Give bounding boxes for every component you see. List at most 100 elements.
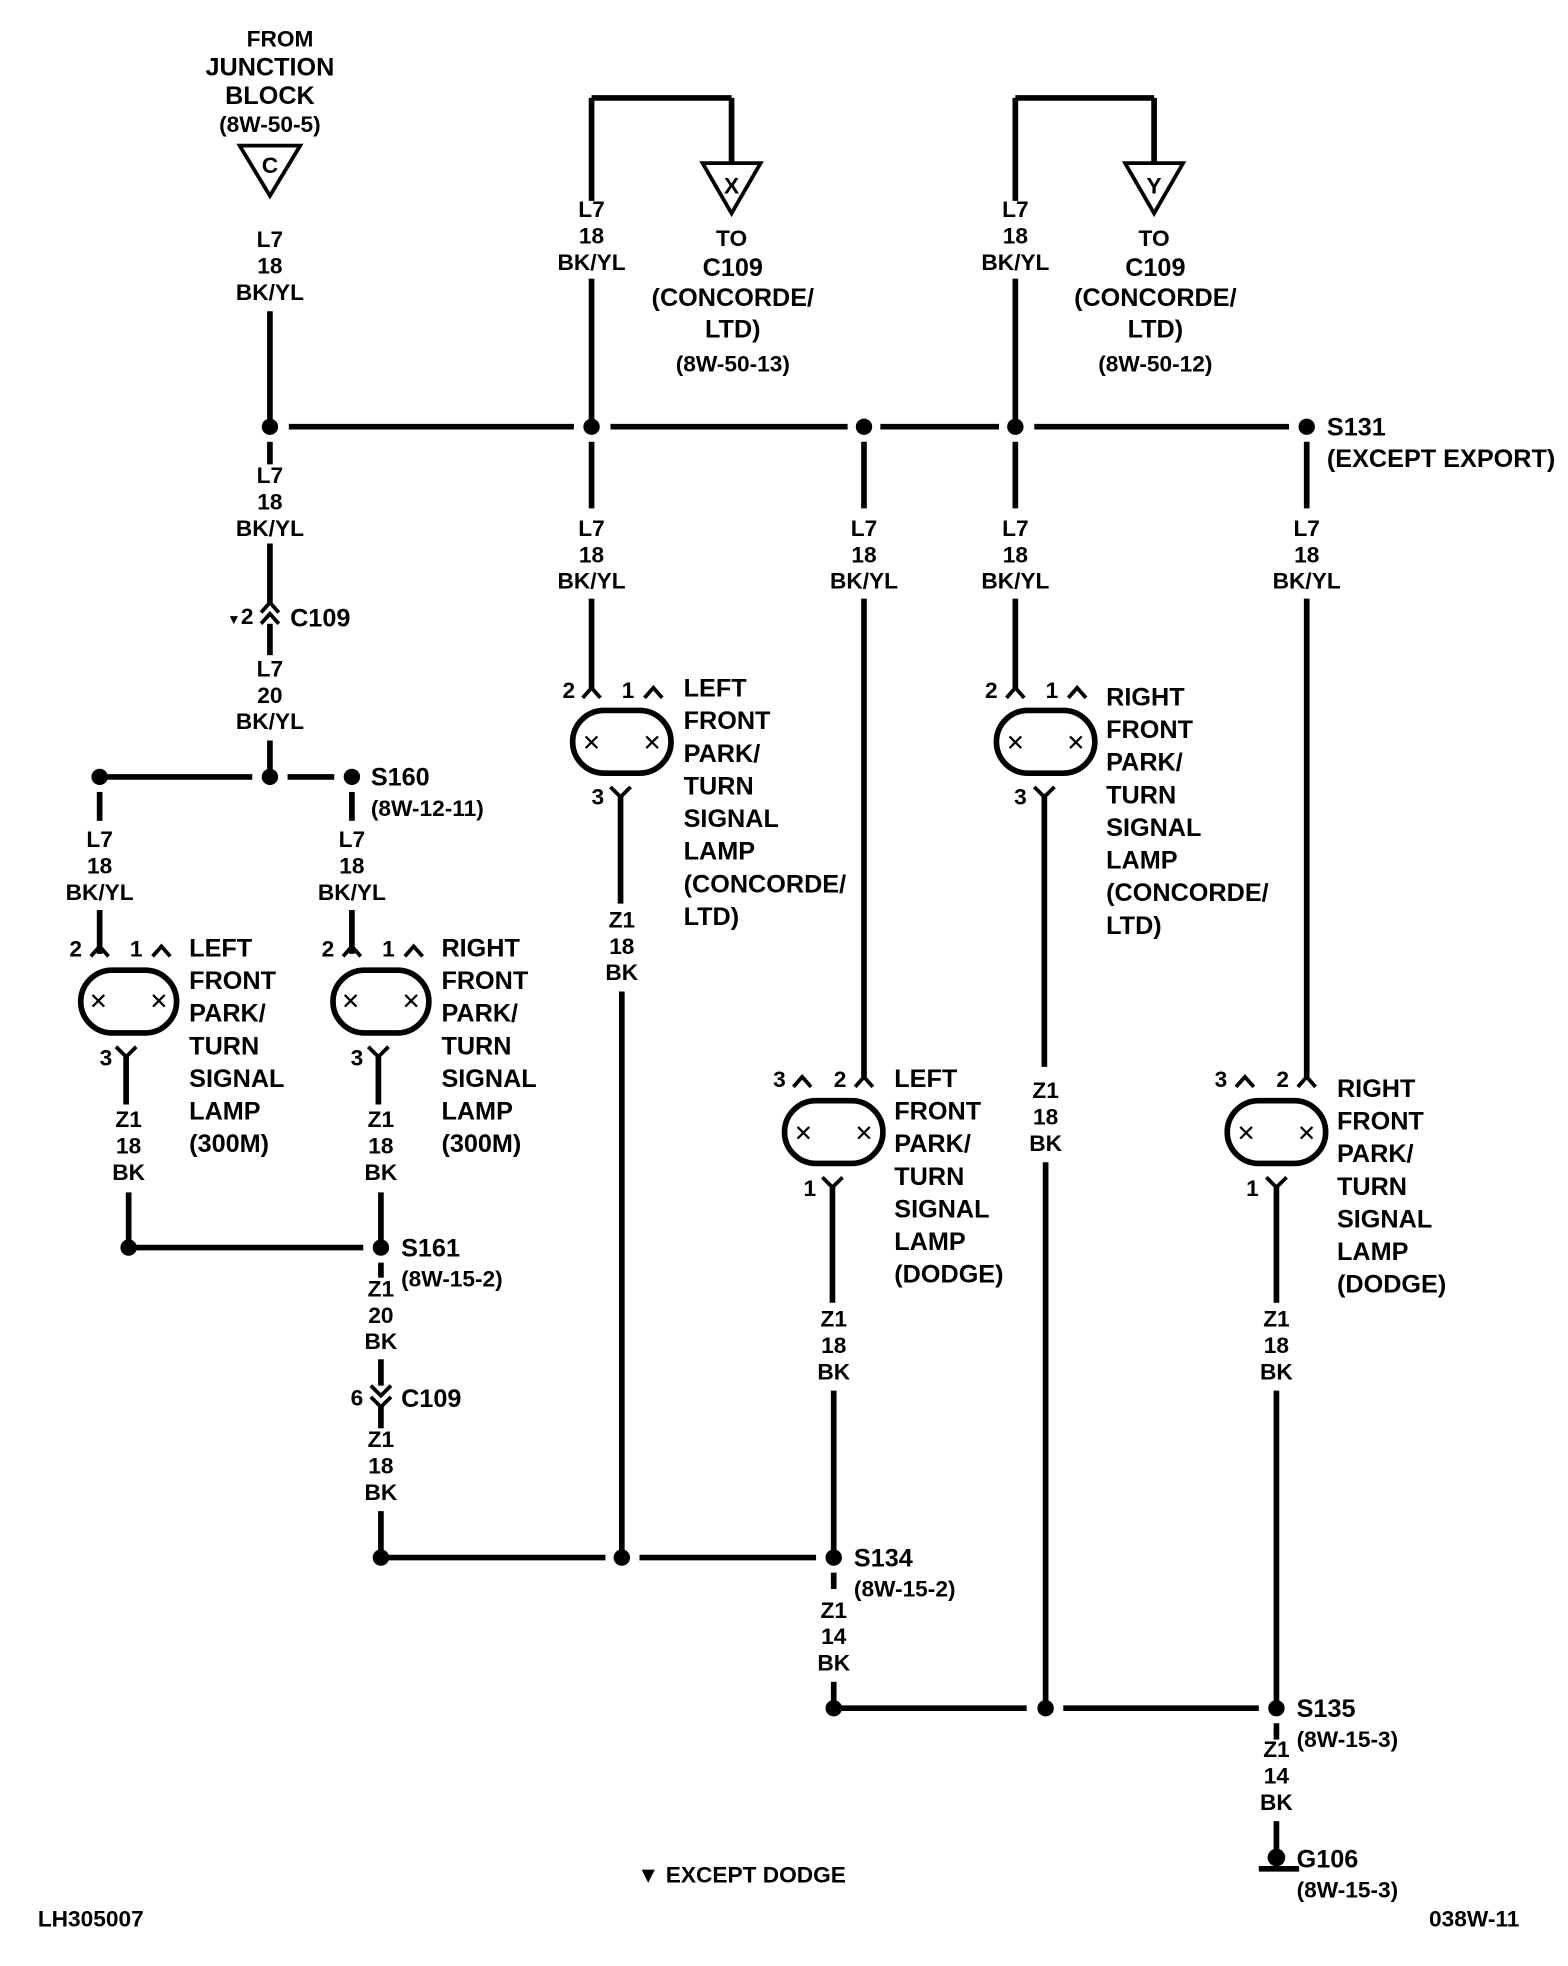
svg-text:1: 1 xyxy=(1046,678,1059,703)
svg-text:FRONT: FRONT xyxy=(894,1098,981,1126)
svg-text:PARK/: PARK/ xyxy=(1337,1140,1414,1168)
svg-text:BK: BK xyxy=(605,960,638,985)
svg-text:18: 18 xyxy=(1003,542,1028,567)
svg-text:2: 2 xyxy=(834,1067,847,1092)
svg-text:BK: BK xyxy=(112,1160,145,1185)
svg-text:Z1: Z1 xyxy=(820,1598,846,1623)
splice-s131-note: (EXCEPT EXPORT) xyxy=(1327,445,1555,473)
svg-text:18: 18 xyxy=(609,934,634,959)
svg-text:18: 18 xyxy=(821,1333,846,1358)
svg-text:SIGNAL: SIGNAL xyxy=(1337,1206,1432,1234)
svg-text:BK/YL: BK/YL xyxy=(236,516,304,541)
svg-text:3: 3 xyxy=(351,1046,364,1071)
svg-text:Z1: Z1 xyxy=(368,1427,394,1452)
svg-text:S134: S134 xyxy=(854,1544,913,1572)
svg-text:(8W-15-2): (8W-15-2) xyxy=(401,1267,503,1292)
svg-text:TURN: TURN xyxy=(1337,1173,1407,1201)
svg-text:18: 18 xyxy=(579,224,604,249)
svg-text:SIGNAL: SIGNAL xyxy=(189,1065,284,1093)
svg-text:(DODGE): (DODGE) xyxy=(1337,1271,1446,1299)
lamp-right-300m: 2 1 ✕ ✕ 3 RIGHT FRONT PARK/ TURN SIGNAL … xyxy=(322,934,537,1158)
svg-text:C109: C109 xyxy=(401,1385,461,1413)
svg-text:18: 18 xyxy=(851,542,876,567)
lamp-body xyxy=(569,707,674,776)
wire-label-l7-20: L7 20 BK/YL xyxy=(236,657,304,735)
svg-text:1: 1 xyxy=(622,678,635,703)
splice-dot-s160 xyxy=(343,768,361,786)
svg-text:18: 18 xyxy=(1294,542,1319,567)
lamp-bulb-icon: ✕ xyxy=(794,1121,813,1146)
svg-text:Z1: Z1 xyxy=(1263,1737,1289,1762)
connector-letter-c: C xyxy=(262,153,278,178)
svg-text:Z1: Z1 xyxy=(1032,1078,1058,1103)
svg-text:Z1: Z1 xyxy=(115,1107,141,1132)
lamp-bulb-icon: ✕ xyxy=(643,731,662,756)
lamp-bulb-icon: ✕ xyxy=(1237,1121,1256,1146)
wire-label-z1-14-s134: Z1 14 BK xyxy=(817,1598,850,1676)
svg-text:Z1: Z1 xyxy=(1263,1307,1289,1332)
svg-text:BK: BK xyxy=(817,1359,850,1384)
svg-text:RIGHT: RIGHT xyxy=(1106,683,1185,711)
svg-text:(300M): (300M) xyxy=(441,1130,521,1158)
svg-text:Z1: Z1 xyxy=(820,1307,846,1332)
svg-text:S160: S160 xyxy=(371,764,430,792)
off-page-connector-y: Y TO C109 (CONCORDE/ LTD) (8W-50-12) xyxy=(1012,95,1237,376)
source-from: FROM xyxy=(247,26,314,51)
svg-text:PARK/: PARK/ xyxy=(441,1000,518,1028)
svg-text:(8W-15-3): (8W-15-3) xyxy=(1297,1727,1399,1752)
svg-text:LTD): LTD) xyxy=(1128,316,1184,344)
svg-text:2: 2 xyxy=(563,678,576,703)
lamp-bulb-icon: ✕ xyxy=(149,989,168,1014)
svg-text:L7: L7 xyxy=(257,227,283,252)
lamp-bulb-icon: ✕ xyxy=(582,731,601,756)
wire-label-rdodge-in: L7 18 BK/YL xyxy=(1273,516,1341,594)
junction-block-source: FROM JUNCTION BLOCK (8W-50-5) C xyxy=(205,26,334,200)
svg-text:LAMP: LAMP xyxy=(684,838,755,866)
svg-text:(300M): (300M) xyxy=(189,1130,269,1158)
svg-text:L7: L7 xyxy=(86,827,112,852)
svg-text:LAMP: LAMP xyxy=(1106,847,1177,875)
wire-label-y: L7 18 BK/YL xyxy=(981,197,1049,275)
svg-text:BK/YL: BK/YL xyxy=(318,880,386,905)
svg-text:C109: C109 xyxy=(703,254,763,282)
svg-text:18: 18 xyxy=(1003,224,1028,249)
svg-text:3: 3 xyxy=(773,1067,786,1092)
source-ref: (8W-50-5) xyxy=(219,112,321,137)
lamp-right-dodge: 3 2 ✕ ✕ 1 RIGHT FRONT PARK/ TURN SIGNAL … xyxy=(1215,1067,1447,1299)
svg-text:RIGHT: RIGHT xyxy=(441,934,520,962)
splice-dot-s131 xyxy=(1298,418,1315,435)
svg-text:BK/YL: BK/YL xyxy=(66,880,134,905)
wire-label-l300-in: L7 18 BK/YL xyxy=(66,827,134,905)
svg-text:PARK/: PARK/ xyxy=(189,1000,266,1028)
wire-label-z1-14-s135: Z1 14 BK xyxy=(1260,1737,1293,1815)
svg-text:L7: L7 xyxy=(578,516,604,541)
svg-text:3: 3 xyxy=(592,785,605,810)
svg-text:BK/YL: BK/YL xyxy=(236,709,304,734)
svg-text:S135: S135 xyxy=(1297,1695,1356,1723)
svg-text:3: 3 xyxy=(100,1046,113,1071)
svg-text:SIGNAL: SIGNAL xyxy=(1106,814,1201,842)
svg-text:(CONCORDE/: (CONCORDE/ xyxy=(1074,284,1237,312)
svg-text:LTD): LTD) xyxy=(1106,912,1162,940)
svg-text:1: 1 xyxy=(130,936,143,961)
footnote-except-dodge: ▼ EXCEPT DODGE xyxy=(637,1863,846,1888)
wire-label-x: L7 18 BK/YL xyxy=(558,197,626,275)
svg-text:(CONCORDE/: (CONCORDE/ xyxy=(684,870,847,898)
svg-text:PARK/: PARK/ xyxy=(894,1130,971,1158)
wire-label-z1-20: Z1 20 BK xyxy=(365,1277,398,1355)
svg-text:BK/YL: BK/YL xyxy=(558,569,626,594)
svg-text:TO: TO xyxy=(716,226,747,251)
lamp-left-concorde-ltd: 2 1 ✕ ✕ 3 LEFT FRONT PARK/ TURN SIGNAL L… xyxy=(563,675,847,931)
svg-text:FRONT: FRONT xyxy=(684,707,771,735)
svg-text:6: 6 xyxy=(351,1386,364,1411)
svg-text:(8W-12-11): (8W-12-11) xyxy=(371,796,484,821)
svg-text:3: 3 xyxy=(1014,785,1027,810)
svg-text:BK: BK xyxy=(817,1651,850,1676)
svg-text:18: 18 xyxy=(257,254,282,279)
lamp-left-dodge: 3 2 ✕ ✕ 1 LEFT FRONT PARK/ TURN SIGNAL L… xyxy=(773,1065,1003,1289)
svg-text:(DODGE): (DODGE) xyxy=(894,1261,1003,1289)
svg-text:BK/YL: BK/YL xyxy=(236,280,304,305)
svg-text:TURN: TURN xyxy=(1106,781,1176,809)
svg-text:BK/YL: BK/YL xyxy=(981,250,1049,275)
svg-text:Z1: Z1 xyxy=(368,1277,394,1302)
